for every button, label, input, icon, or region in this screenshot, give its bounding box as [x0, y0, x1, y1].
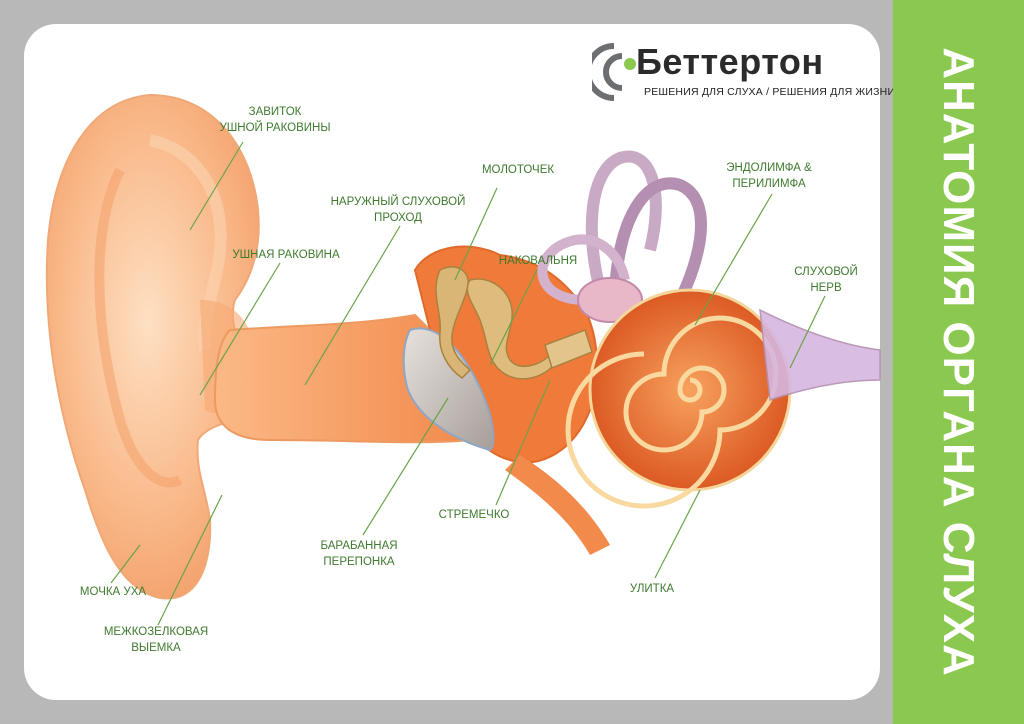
brand-logo: Беттертон РЕШЕНИЯ ДЛЯ СЛУХА / РЕШЕНИЯ ДЛ… — [592, 40, 895, 104]
leader-auditory-nerve — [789, 295, 826, 369]
leader-eardrum — [362, 397, 449, 536]
leader-earlobe — [110, 544, 141, 584]
semicircular-canal-2 — [609, 177, 707, 303]
ear-inner-fold — [94, 167, 183, 488]
semicircular-canal-3 — [537, 234, 630, 305]
label-ear-canal: НАРУЖНЫЙ СЛУХОВОЙ ПРОХОД — [330, 196, 466, 224]
label-stapes: СТРЕМЕЧКО — [438, 509, 510, 521]
sound-wave-logo-icon — [592, 43, 636, 101]
label-malleus: МОЛОТОЧЕК — [481, 164, 555, 176]
brand-tagline: РЕШЕНИЯ ДЛЯ СЛУХА / РЕШЕНИЯ ДЛЯ ЖИЗНИ — [644, 86, 896, 98]
leader-auricle — [199, 262, 281, 396]
label-intertragic-notch: МЕЖКОЗЕЛКОВАЯ ВЫЕМКА — [103, 626, 209, 654]
label-earlobe: МОЧКА УХА — [79, 586, 147, 598]
vestibule — [577, 277, 643, 323]
leader-malleus — [454, 187, 498, 281]
brand-name: Беттертон — [636, 41, 824, 82]
label-endolymph: ЭНДОЛИМФА & ПЕРИЛИМФА — [726, 162, 812, 190]
label-helix: ЗАВИТОК УШНОЙ РАКОВИНЫ — [219, 106, 331, 134]
stapes-bone — [544, 329, 593, 369]
title-sidebar: АНАТОМИЯ ОРГАНА СЛУХА — [893, 0, 1024, 724]
label-incus: НАКОВАЛЬНЯ — [498, 255, 578, 267]
leader-helix — [189, 141, 244, 231]
eustachian-tube — [505, 455, 610, 555]
label-cochlea: УЛИТКА — [629, 583, 675, 595]
label-eardrum: БАРАБАННАЯ ПЕРЕПОНКА — [320, 540, 398, 568]
leader-cochlea — [654, 489, 701, 579]
leader-ear-canal — [304, 225, 401, 386]
leader-incus — [489, 269, 538, 366]
auditory-nerve-shape — [759, 308, 881, 402]
label-auricle: УШНАЯ РАКОВИНА — [232, 249, 340, 261]
cochlea-spiral — [565, 315, 779, 509]
label-auditory-nerve: СЛУХОВОЙ НЕРВ — [794, 266, 858, 294]
leader-stapes — [495, 379, 551, 506]
eardrum-shape — [402, 327, 495, 452]
leader-endolymph — [694, 193, 773, 326]
cochlea-shape — [588, 288, 792, 492]
leader-intertragic-notch — [157, 494, 223, 626]
